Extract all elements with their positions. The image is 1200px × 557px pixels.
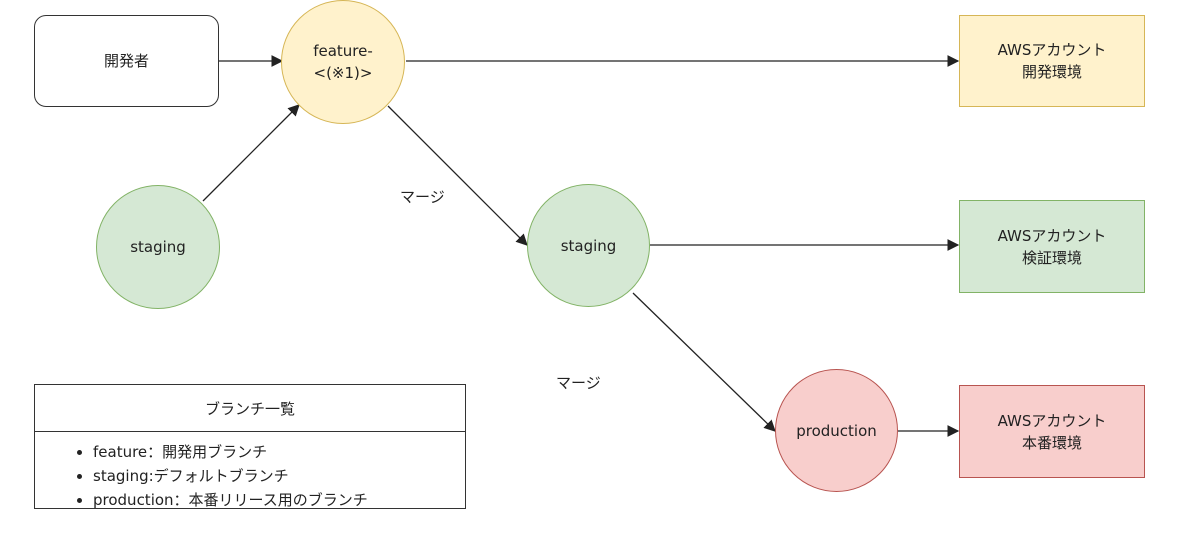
aws-prod-line2: 本番環境 xyxy=(1021,433,1082,452)
legend-item-staging: staging:デフォルトブランチ xyxy=(93,464,465,488)
aws-verify-line1: AWSアカウント xyxy=(997,226,1107,245)
developer-label: 開発者 xyxy=(103,52,149,70)
aws-verify-line2: 検証環境 xyxy=(1021,248,1082,267)
legend-item-feature: feature：開発用ブランチ xyxy=(93,440,465,464)
aws-dev-line1: AWSアカウント xyxy=(997,41,1107,59)
merge-label-2: マージ xyxy=(556,374,601,392)
staging-source-label: staging xyxy=(130,238,186,256)
edge-feature-to-staging xyxy=(387,105,528,246)
staging-node: staging xyxy=(527,184,650,307)
aws-verify-node: AWSアカウント 検証環境 xyxy=(959,200,1145,293)
feature-node: feature- <(※1)> xyxy=(281,0,405,124)
staging-label: staging xyxy=(560,236,617,255)
branch-legend: ブランチ一覧 feature：開発用ブランチ staging:デフォルトブランチ… xyxy=(34,384,466,509)
production-label: production xyxy=(796,421,877,440)
feature-label-line1: feature- xyxy=(313,42,373,60)
edge-staging-to-production xyxy=(632,292,776,432)
aws-prod-node: AWSアカウント 本番環境 xyxy=(959,385,1145,478)
staging-source-node: staging xyxy=(96,185,220,309)
aws-dev-node: AWSアカウント 開発環境 xyxy=(959,15,1145,107)
edge-staging-source-to-feature xyxy=(202,104,300,202)
legend-list: feature：開発用ブランチ staging:デフォルトブランチ produc… xyxy=(35,440,465,512)
aws-dev-line2: 開発環境 xyxy=(1021,63,1082,81)
developer-node: 開発者 xyxy=(34,15,219,107)
aws-prod-line1: AWSアカウント xyxy=(997,411,1107,430)
legend-title: ブランチ一覧 xyxy=(35,385,465,432)
production-node: production xyxy=(775,369,898,492)
legend-item-production: production：本番リリース用のブランチ xyxy=(93,488,465,512)
merge-label-1: マージ xyxy=(400,188,445,206)
feature-label-line2: <(※1)> xyxy=(313,64,373,82)
